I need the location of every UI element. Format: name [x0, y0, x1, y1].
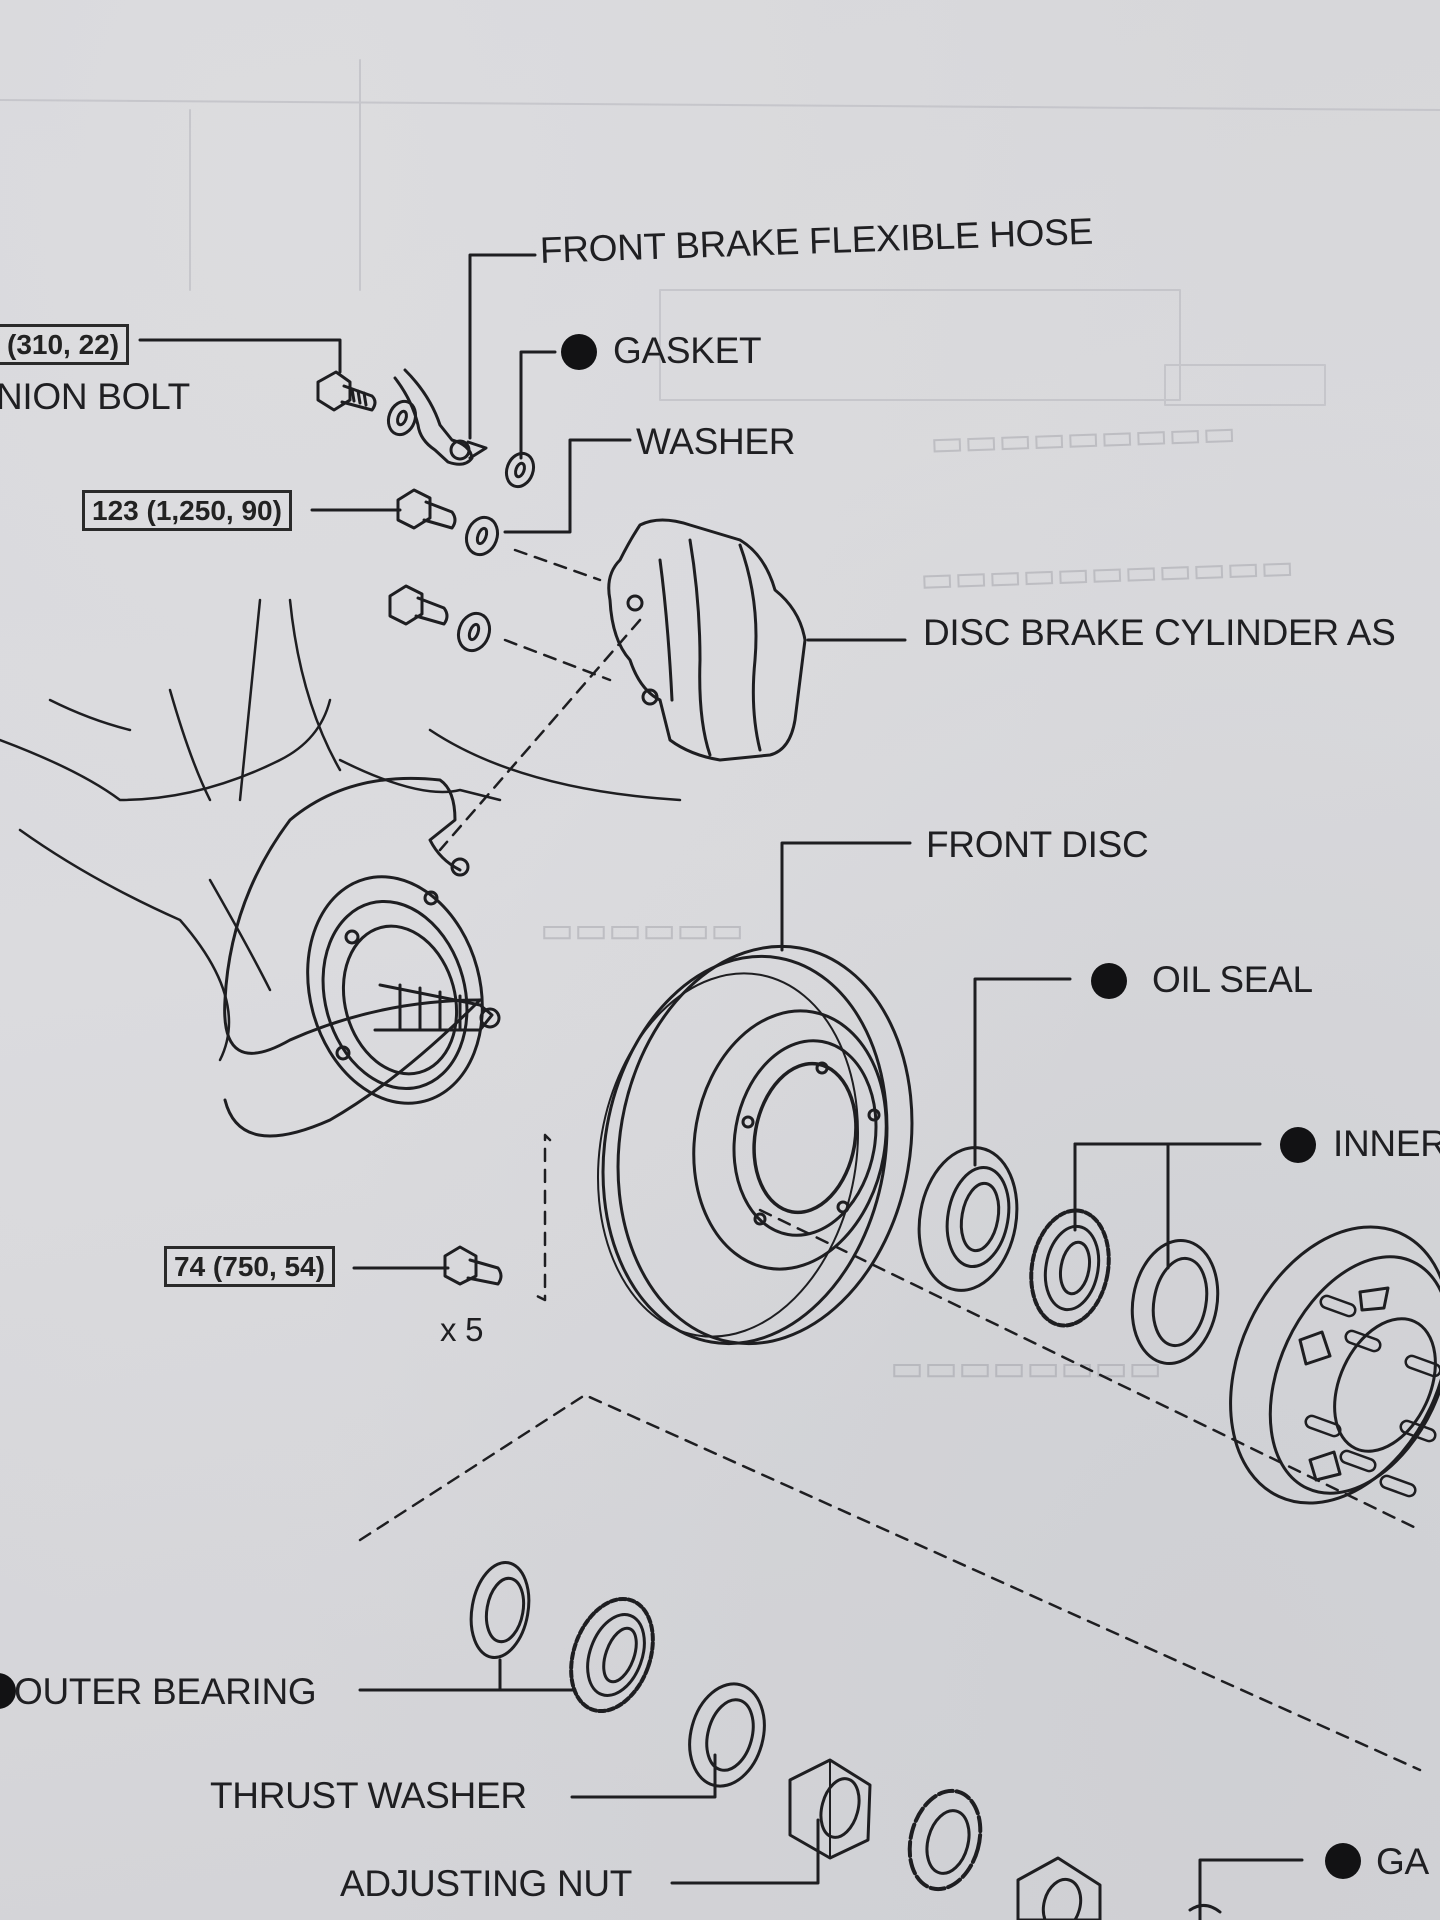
label-outer-bearing: OUTER BEARING [14, 1671, 317, 1712]
label-disc-brake-cylinder: DISC BRAKE CYLINDER AS [923, 612, 1396, 653]
axle-hub [1229, 1225, 1440, 1505]
leader-front-disc [780, 841, 912, 952]
inner-bearing [1029, 1208, 1111, 1328]
leader-gasket-bottom [1198, 1858, 1304, 1920]
black-dot-icon [1091, 963, 1127, 999]
outer-bearing [569, 1596, 655, 1714]
leader-adjusting-nut [670, 1818, 820, 1885]
flexible-hose [393, 368, 474, 466]
leader-thrust-washer [570, 1753, 717, 1799]
leader-lines [138, 253, 1304, 1920]
leader-flexible-hose [468, 253, 537, 440]
label-union-bolt: NION BOLT [0, 376, 190, 417]
union-bolt [316, 370, 377, 412]
torque-spec-hub-bolt: 74 (750, 54) [164, 1246, 335, 1288]
label-oil-seal: OIL SEAL [1152, 959, 1313, 1000]
label-washer: WASHER [636, 421, 796, 462]
caliper-bolt-lower [388, 584, 449, 626]
torque-spec-caliper-bolt: 123 (1,250, 90) [82, 490, 292, 532]
alignment-lines [358, 548, 1422, 1772]
label-inner-bearing: INNER [1333, 1123, 1440, 1164]
leader-oil-seal [973, 977, 1072, 1167]
black-dot-icon [561, 334, 597, 370]
caliper-bolt-upper [396, 488, 457, 530]
label-hub-bolt-quantity: x 5 [440, 1311, 484, 1348]
grease-cap [1188, 1904, 1222, 1914]
label-gasket-bottom: GA [1376, 1841, 1429, 1882]
oil-seal [917, 1146, 1019, 1292]
thrust-washer [688, 1682, 766, 1788]
lock-nut [1016, 1856, 1102, 1920]
inner-bearing-race [1130, 1239, 1220, 1365]
adjusting-nut [788, 1758, 872, 1860]
label-adjusting-nut: ADJUSTING NUT [340, 1863, 633, 1904]
dust-cover-backing-plate [223, 776, 501, 1138]
torque-spec-union-bolt: (310, 22) [0, 324, 130, 366]
label-thrust-washer: THRUST WASHER [210, 1775, 527, 1816]
leader-gasket [519, 350, 557, 460]
label-gasket: GASKET [613, 330, 762, 371]
label-front-disc: FRONT DISC [926, 824, 1149, 865]
steering-knuckle [0, 598, 682, 1062]
black-dot-icon [1280, 1127, 1316, 1163]
hub-bolt [443, 1245, 503, 1286]
leader-washer [503, 438, 632, 534]
black-dot-icon [1325, 1843, 1361, 1879]
black-dot-icon [0, 1673, 16, 1709]
outer-bearing-race [469, 1560, 531, 1660]
front-disc-rotor [597, 944, 914, 1346]
disc-brake-cylinder [607, 518, 807, 762]
leader-union-bolt [138, 338, 342, 374]
lock-washer [907, 1788, 983, 1892]
